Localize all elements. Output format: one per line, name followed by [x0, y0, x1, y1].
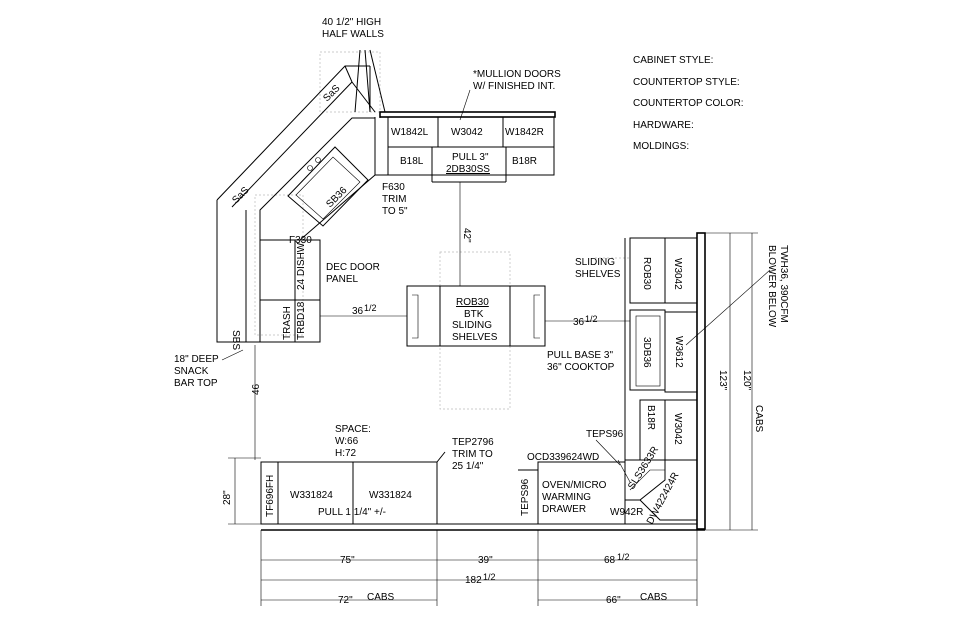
callouts: 40 1/2" HIGH HALF WALLS *MULLION DOORS W… [174, 17, 789, 515]
dim-182: 182 [465, 575, 482, 586]
cab-w3612: W3612 [673, 336, 684, 368]
cab-teps96-right: TEPS96 [586, 429, 624, 440]
cab-pull-1-1-4: PULL 1 1/4" +/- [318, 507, 386, 518]
space-label-1: SPACE: [335, 424, 371, 435]
right-run [624, 232, 706, 530]
cab-sb36: SB36 [324, 185, 349, 210]
cab-sls3633r: SLS3633R [626, 445, 661, 492]
cabinet-labels: W1842L W3042 W1842R B18L PULL 3" B18R 2D… [230, 83, 684, 527]
island-sliding-1: SLIDING [452, 320, 492, 331]
note-cabinet-style: CABINET STYLE: [633, 55, 714, 66]
cab-24-dishw: 24 DISHW [296, 242, 307, 290]
cab-b18l: B18L [400, 156, 424, 167]
cab-w331824-b: W331824 [369, 490, 412, 501]
snack-bar-label-3: BAR TOP [174, 378, 218, 389]
dim-36-right: 36 [573, 317, 585, 328]
cab-ocd339624wd: OCD339624WD [527, 452, 599, 463]
sliding-shelves-label-1: SLIDING [575, 257, 615, 268]
mullion-label-1: *MULLION DOORS [473, 69, 561, 80]
dim-36-right-frac: 1/2 [585, 314, 598, 324]
cab-f330: F330 [289, 235, 312, 246]
specification-notes: CABINET STYLE: COUNTERTOP STYLE: COUNTER… [633, 55, 744, 163]
dimension-lines [221, 89, 771, 606]
cab-sbs: SBS [230, 330, 241, 350]
island-btk: BTK [464, 309, 484, 320]
space-label-3: H:72 [335, 448, 357, 459]
oven-label-2: WARMING [542, 492, 591, 503]
cab-trbd18: TRBD18 [296, 301, 307, 340]
cab-b18r-right: B18R [645, 405, 656, 430]
dim-75: 75" [340, 555, 355, 566]
cab-rob30-right: ROB30 [641, 257, 652, 290]
sliding-shelves-label-2: SHELVES [575, 269, 621, 280]
twh-label-2: BLOWER BELOW [766, 245, 777, 328]
dec-door-label-1: DEC DOOR [326, 262, 380, 273]
cab-w331824-a: W331824 [290, 490, 333, 501]
f630-label-3: TO 5" [382, 206, 408, 217]
pull-base-label-1: PULL BASE 3" [547, 350, 613, 361]
cab-sas-left: SaS [230, 185, 251, 206]
dimension-labels: 42" 36 1/2 36 1/2 46 28" 123" 120" CABS … [222, 228, 764, 606]
cab-b18r: B18R [512, 156, 537, 167]
cab-trash: TRASH [282, 306, 293, 340]
half-walls-label-1: 40 1/2" HIGH [322, 17, 381, 28]
dim-123: 123" [717, 370, 728, 391]
twh-label-1: TWH36, 390CFM [778, 245, 789, 323]
dim-36-left: 36 [352, 306, 364, 317]
mullion-label-2: W/ FINISHED INT. [473, 81, 555, 92]
cab-w942r: W942R [610, 507, 643, 518]
cab-w3042-right-top: W3042 [672, 258, 683, 290]
dim-cabs-bottom-right: CABS [640, 592, 668, 603]
bottom-run [260, 451, 705, 531]
f630-label-1: F630 [382, 182, 405, 193]
cab-tf696fh: TF696FH [265, 475, 276, 517]
dim-120: 120" [741, 370, 752, 391]
dim-66: 66" [606, 595, 621, 606]
cab-w1842r: W1842R [505, 127, 544, 138]
dim-cabs-bottom-left: CABS [367, 592, 395, 603]
note-hardware: HARDWARE: [633, 119, 694, 131]
sink-run [245, 117, 376, 343]
dim-28: 28" [222, 490, 233, 505]
cab-pull3: PULL 3" [452, 152, 489, 163]
island-rob30: ROB30 [456, 297, 489, 308]
oven-label-3: DRAWER [542, 504, 586, 515]
snack-bar-label-2: SNACK [174, 366, 209, 377]
cab-w3042-right-bot: W3042 [672, 413, 683, 445]
cab-w1842l: W1842L [391, 127, 429, 138]
cab-dw422424r: DW422424R [645, 471, 682, 527]
half-walls-label-2: HALF WALLS [322, 29, 384, 40]
dim-39: 39" [478, 555, 493, 566]
dim-42: 42" [461, 228, 472, 243]
cab-teps96-bottom: TEPS96 [520, 478, 531, 516]
dim-68: 68 [604, 555, 616, 566]
tep-label-3: 25 1/4" [452, 461, 484, 472]
pull-base-label-2: 36" COOKTOP [547, 362, 615, 373]
dim-68-frac: 1/2 [617, 552, 630, 562]
dim-36-left-frac: 1/2 [364, 303, 377, 313]
space-label-2: W:66 [335, 436, 359, 447]
oven-label-1: OVEN/MICRO [542, 480, 607, 491]
f630-label-2: TRIM [382, 194, 406, 205]
island [320, 285, 630, 347]
dec-door-label-2: PANEL [326, 274, 358, 285]
note-countertop-style: COUNTERTOP STYLE: [633, 76, 740, 88]
top-run [374, 111, 556, 286]
cab-sas-top: SaS [321, 83, 342, 104]
dim-72: 72" [338, 595, 353, 606]
cab-w3042-top: W3042 [451, 127, 483, 138]
tep-label-2: TRIM TO [452, 449, 493, 460]
dim-46: 46 [251, 383, 262, 395]
dim-cabs-right: CABS [753, 405, 764, 433]
note-moldings: MOLDINGS: [633, 141, 690, 153]
note-countertop-color: COUNTERTOP COLOR: [633, 98, 744, 110]
cab-2db30ss: 2DB30SS [446, 164, 490, 175]
tep-label-1: TEP2796 [452, 437, 494, 448]
dim-182-frac: 1/2 [483, 572, 496, 582]
island-sliding-2: SHELVES [452, 332, 498, 343]
snack-bar-label-1: 18" DEEP [174, 354, 219, 365]
cab-3db36: 3DB36 [641, 337, 652, 368]
